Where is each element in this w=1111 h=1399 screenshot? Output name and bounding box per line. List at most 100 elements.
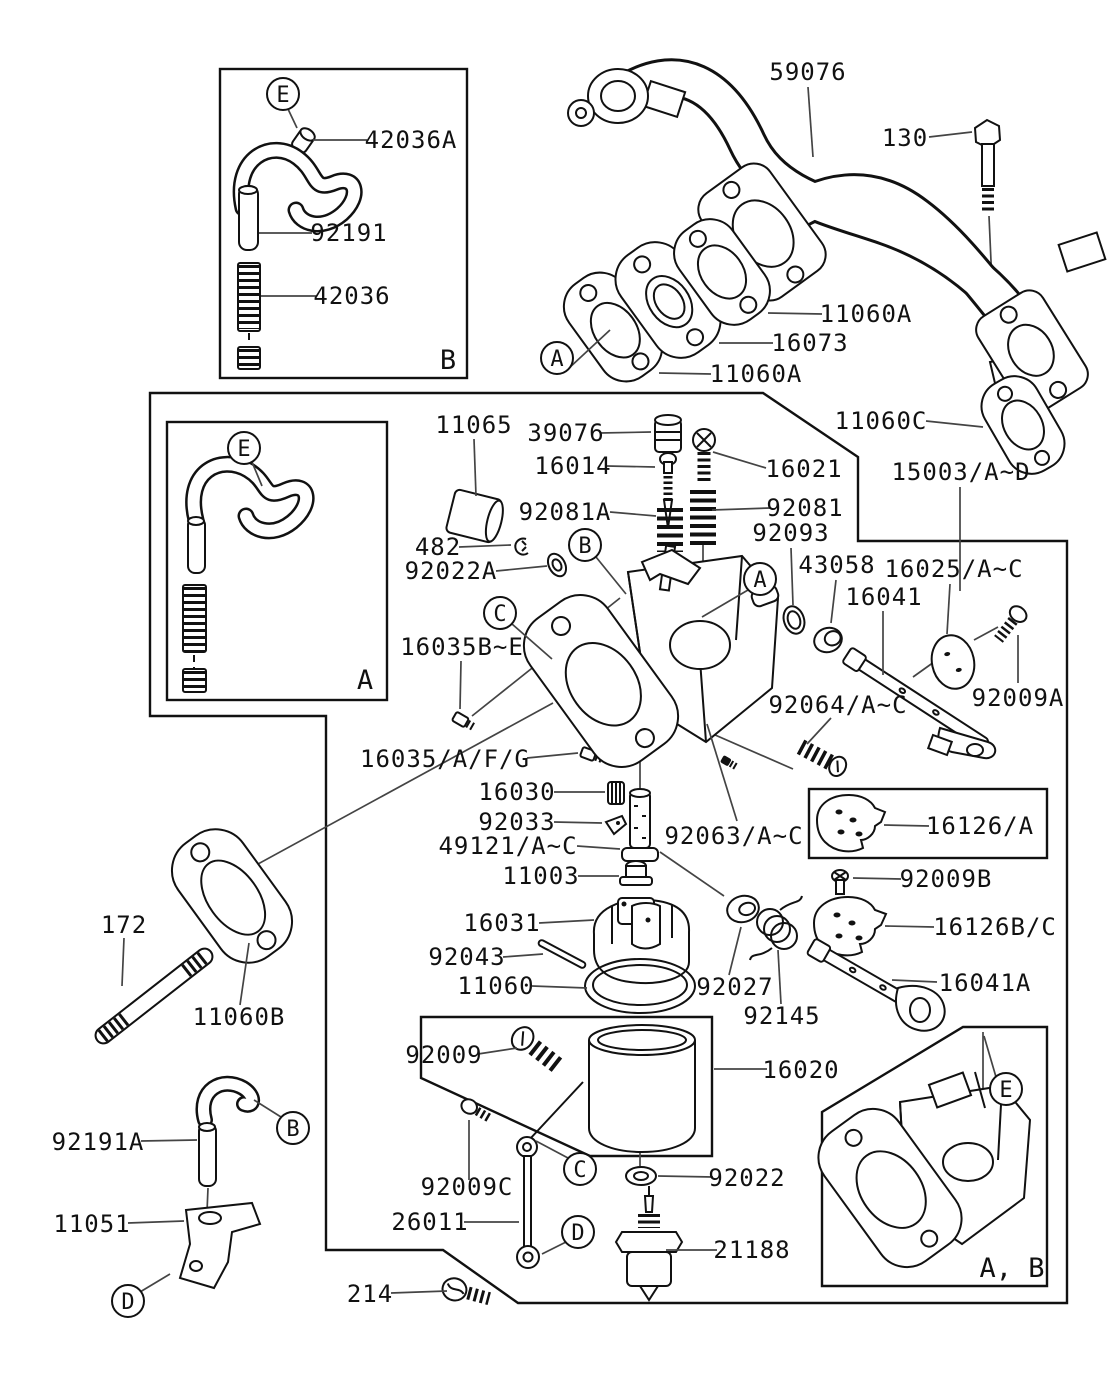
callout-letter-d: D <box>121 1290 134 1315</box>
box-corner-letter: A, B <box>979 1253 1044 1284</box>
labels-layer: 42036A92191420365907613011060A1607311060… <box>52 58 1063 1318</box>
leader-line <box>884 925 935 928</box>
washer-92022-drawing <box>625 1166 657 1186</box>
part-label-16031: 16031 <box>463 909 540 937</box>
intake-manifold-drawing <box>567 58 1107 415</box>
part-label-39076: 39076 <box>527 419 604 447</box>
part-label-16014: 16014 <box>534 452 611 480</box>
part-label-16025-a-c: 16025/A~C <box>884 555 1023 583</box>
main-assembly-border <box>148 391 1069 1305</box>
leader-line <box>477 1047 518 1055</box>
leader-line <box>658 372 712 375</box>
shaft-16041-drawing <box>842 647 997 760</box>
part-label-92043: 92043 <box>428 943 505 971</box>
callout-circle-b <box>276 1111 310 1145</box>
part-label-92063-a-c: 92063/A~C <box>664 822 803 850</box>
part-label-92009c: 92009C <box>421 1173 514 1201</box>
callout-circle-e <box>266 77 300 111</box>
leader-line <box>767 312 823 315</box>
tube-92191-drawing <box>238 185 259 251</box>
part-drawings <box>94 58 1107 1305</box>
carburetor-assembly-ab-drawing <box>817 1071 1032 1269</box>
hose-b-drawing <box>232 141 363 233</box>
part-label-16073: 16073 <box>771 329 848 357</box>
part-label-16126b-c: 16126B/C <box>933 913 1057 941</box>
part-label-16020: 16020 <box>762 1056 839 1084</box>
leader-line <box>459 660 462 710</box>
stud-13070-drawing <box>182 584 207 693</box>
callout-letter-d: D <box>571 1221 584 1246</box>
leader-line <box>473 438 477 497</box>
clip-482-drawing <box>514 537 529 556</box>
part-label-26011: 26011 <box>391 1208 468 1236</box>
cup-11065-drawing <box>445 488 504 544</box>
leader-line <box>706 723 738 822</box>
hose-a-drawing <box>185 455 315 540</box>
detail-box-16020 <box>419 1015 714 1158</box>
leader-line <box>891 979 938 983</box>
part-label-11003: 11003 <box>502 862 579 890</box>
callout-letter-e: E <box>276 83 289 108</box>
callout-leader-line <box>595 556 627 595</box>
callout-leader-line <box>541 1241 567 1255</box>
callout-letter-e: E <box>237 437 250 462</box>
part-label-92081a: 92081A <box>519 498 612 526</box>
part-label-92033: 92033 <box>478 808 555 836</box>
callout-letter-a: A <box>753 568 766 593</box>
part-label-16035-a-f-g: 16035/A/F/G <box>360 745 530 773</box>
insulator-16073-drawing <box>614 241 722 359</box>
jet-92063-drawing <box>720 755 738 770</box>
leader-line <box>807 86 814 158</box>
leader-line <box>852 877 902 880</box>
part-label-16041: 16041 <box>845 583 922 611</box>
seat-11003-drawing <box>619 860 653 886</box>
gasket-11060a-drawing <box>562 271 664 383</box>
callout-letter-e: E <box>999 1078 1012 1103</box>
callout-leader-line <box>253 1099 282 1118</box>
part-label-15003-a-d: 15003/A~D <box>891 458 1030 486</box>
callout-letter-b: B <box>578 534 591 559</box>
callout-circle-b <box>568 528 602 562</box>
callout-circle-c <box>483 596 517 630</box>
leader-line <box>239 942 250 1006</box>
part-label-92009b: 92009B <box>900 865 993 893</box>
plate-16025-drawing <box>930 634 976 690</box>
pin-92043-drawing <box>537 939 587 969</box>
callout-circle-d <box>111 1284 145 1318</box>
part-label-16030: 16030 <box>478 778 555 806</box>
box-corner-letter: A <box>357 665 373 696</box>
leader-line <box>883 824 930 827</box>
part-label-11065: 11065 <box>435 411 512 439</box>
leader-line <box>606 465 656 468</box>
solenoid-21188-drawing <box>614 1186 684 1302</box>
part-label-92093: 92093 <box>752 519 829 547</box>
leader-line <box>609 511 657 517</box>
callout-leader-line <box>139 1273 171 1293</box>
link-26011-drawing <box>516 1081 584 1269</box>
screw-16021-drawing <box>692 428 716 484</box>
screw-92064-drawing <box>796 739 848 777</box>
callout-letter-b: B <box>286 1117 299 1142</box>
leader-line <box>495 565 548 572</box>
callout-circle-e <box>989 1072 1023 1106</box>
shaft-16041a-drawing <box>806 938 946 1032</box>
gasket-11060a2-drawing <box>673 218 771 326</box>
detail-box-a <box>165 420 389 702</box>
callout-leader-line <box>983 1035 997 1078</box>
bolt-130-drawing <box>973 118 1002 214</box>
leader-line <box>121 937 125 987</box>
leader-line <box>531 985 588 989</box>
callout-leader-line <box>535 1140 569 1159</box>
part-label-92191a: 92191A <box>52 1128 145 1156</box>
leader-line <box>659 851 725 897</box>
screw-92009-drawing <box>510 1026 566 1075</box>
needle-16014-drawing <box>659 452 677 529</box>
screw-92009a-drawing <box>994 605 1028 643</box>
part-label-11060: 11060 <box>457 972 534 1000</box>
leader-line <box>526 752 579 759</box>
collar-92027-drawing <box>726 894 760 924</box>
detail-box-b <box>218 67 469 380</box>
part-label-49121-a-c: 49121/A~C <box>438 832 577 860</box>
leader-line <box>790 547 794 606</box>
